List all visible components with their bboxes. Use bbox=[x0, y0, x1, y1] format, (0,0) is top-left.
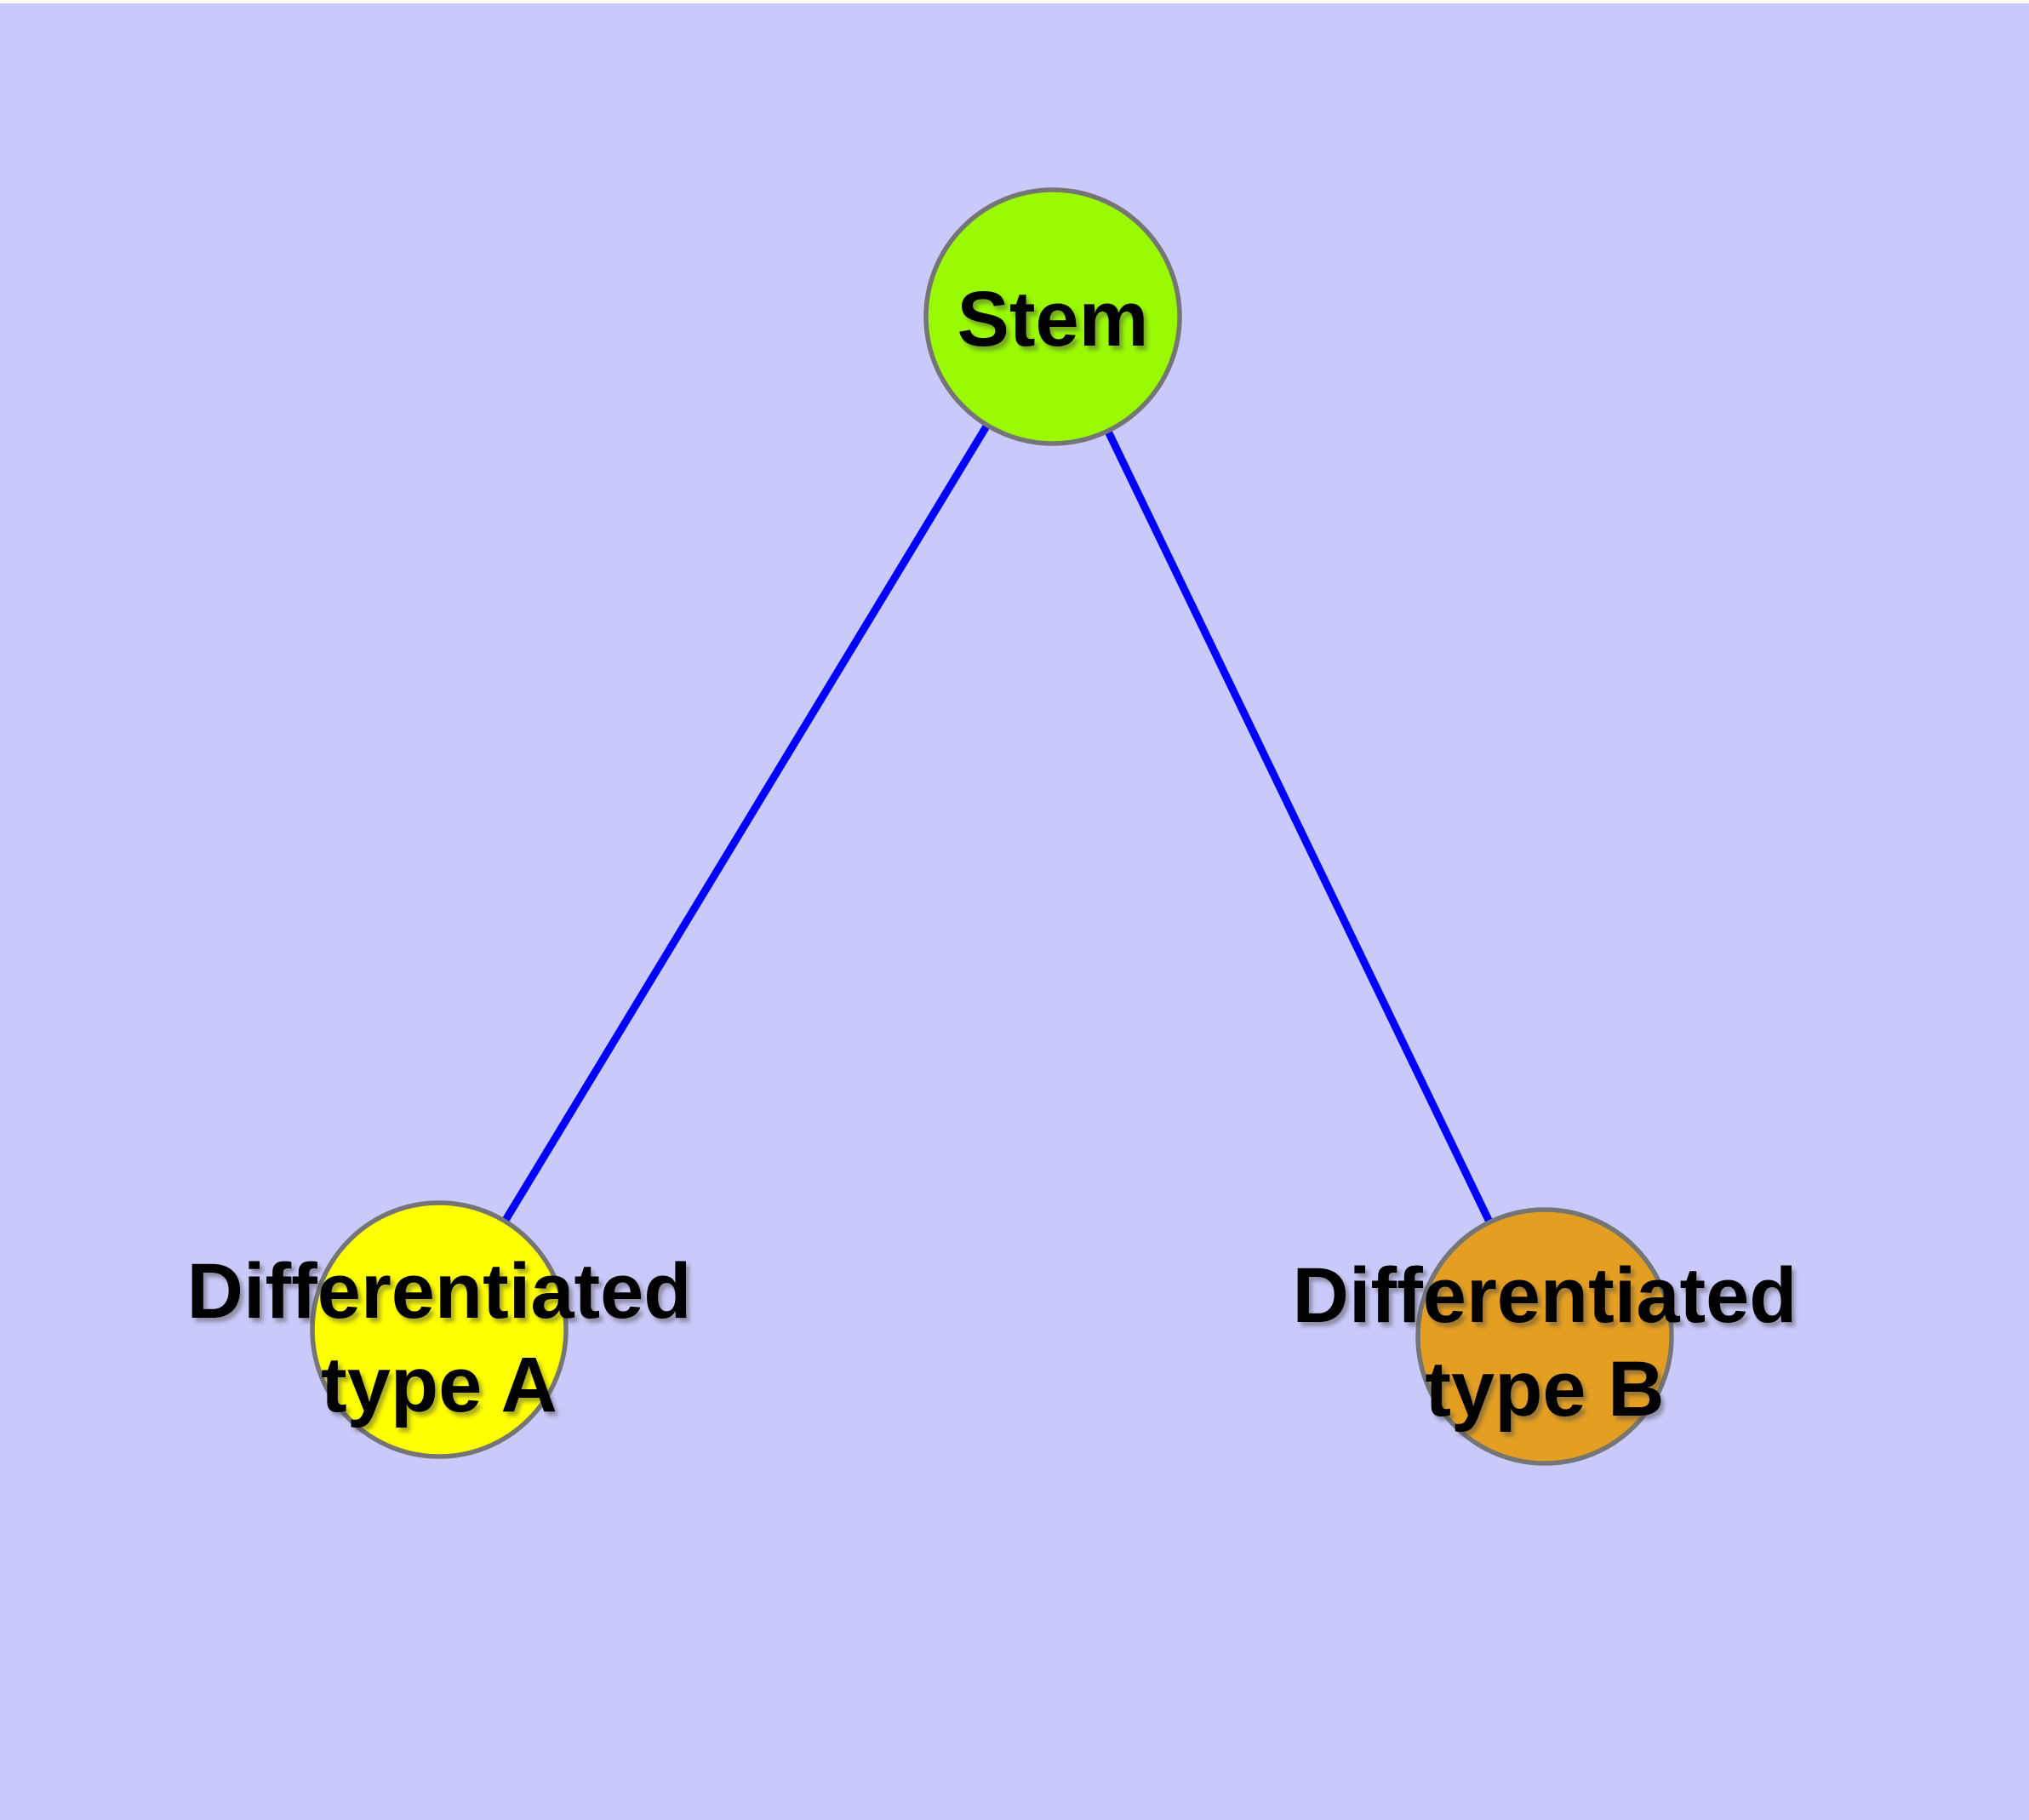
node-differentiated-type-b bbox=[1415, 1207, 1674, 1466]
node-type-a-label-line1: Differentiated bbox=[187, 1248, 692, 1335]
edge-stem-to-type-b bbox=[1049, 315, 1549, 1338]
node-type-b-label-line2: type B bbox=[1425, 1346, 1664, 1433]
node-stem bbox=[923, 187, 1182, 446]
node-differentiated-type-a bbox=[310, 1200, 569, 1459]
edge-stem-to-type-a bbox=[436, 314, 1056, 1332]
node-stem-label: Stem bbox=[957, 276, 1149, 363]
node-type-a-label-line2: type A bbox=[321, 1342, 557, 1428]
top-margin-strip bbox=[0, 0, 2029, 3]
node-type-b-label-line1: Differentiated bbox=[1293, 1252, 1798, 1339]
